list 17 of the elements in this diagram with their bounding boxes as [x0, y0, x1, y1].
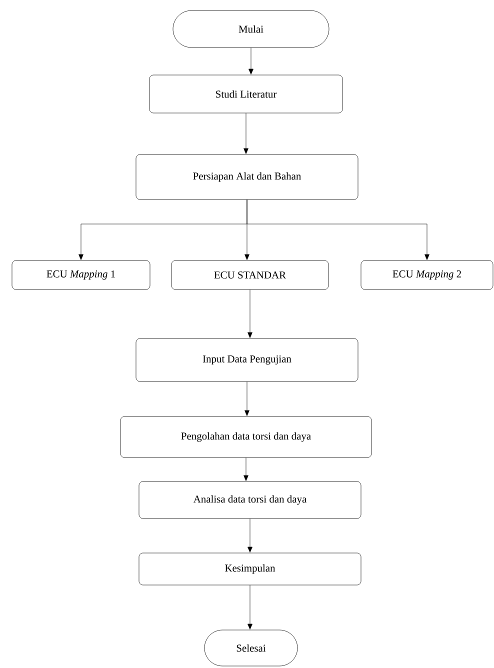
- process-box: Analisa data torsi dan daya: [138, 481, 362, 519]
- process-box: ECU STANDAR: [171, 260, 329, 290]
- process-box: Kesimpulan: [138, 552, 362, 586]
- process-box: Studi Literatur: [149, 74, 343, 114]
- arrow: [248, 48, 254, 74]
- process-box: ECU Mapping 1: [12, 260, 150, 290]
- arrow: [248, 585, 252, 630]
- process-box: Pengolahan data torsi dan daya: [120, 416, 372, 458]
- process-box: Input Data Pengujian: [136, 338, 358, 382]
- arrow: [244, 458, 248, 481]
- process-box: ECU Mapping 2: [360, 260, 494, 290]
- arrow: [244, 382, 250, 416]
- arrow: [246, 200, 430, 260]
- arrow: [248, 518, 252, 552]
- arrow: [248, 290, 252, 338]
- process-box: Persiapan Alat dan Bahan: [136, 154, 358, 200]
- arrow: [244, 113, 248, 154]
